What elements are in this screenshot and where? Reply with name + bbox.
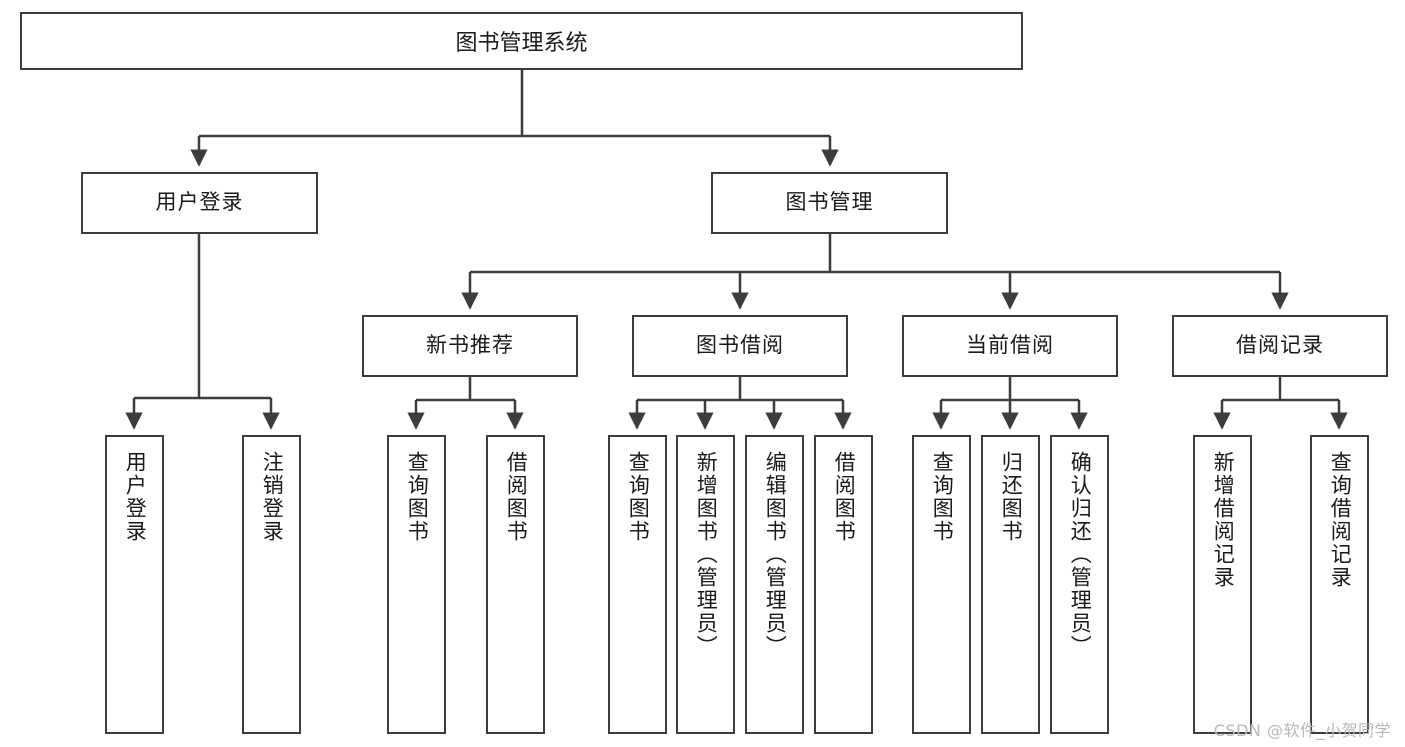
leaf-confirm-return-admin[interactable]: 确认归还（管理员） xyxy=(1050,435,1109,734)
node-current-borrow[interactable]: 当前借阅 xyxy=(902,315,1118,377)
node-book-borrow[interactable]: 图书借阅 xyxy=(632,315,848,377)
leaf-query-book-borrow[interactable]: 查询图书 xyxy=(608,435,667,734)
node-label: 查询图书 xyxy=(405,451,430,543)
node-label: 注销登录 xyxy=(260,451,285,543)
node-label: 当前借阅 xyxy=(966,333,1054,358)
node-label: 编辑图书（管理员） xyxy=(763,451,788,658)
node-new-book-recommend[interactable]: 新书推荐 xyxy=(362,315,578,377)
node-label: 查询图书 xyxy=(930,451,955,543)
leaf-query-book-current[interactable]: 查询图书 xyxy=(912,435,971,734)
node-label: 图书管理 xyxy=(785,190,874,215)
leaf-logout-login[interactable]: 注销登录 xyxy=(242,435,301,734)
node-root-book-management-system[interactable]: 图书管理系统 xyxy=(20,12,1023,70)
leaf-query-borrow-record[interactable]: 查询借阅记录 xyxy=(1310,435,1369,734)
node-label: 新增借阅记录 xyxy=(1211,451,1236,589)
leaf-edit-book-admin[interactable]: 编辑图书（管理员） xyxy=(745,435,804,734)
node-user-login[interactable]: 用户登录 xyxy=(81,172,318,234)
leaf-borrow-book-borrow[interactable]: 借阅图书 xyxy=(814,435,873,734)
node-label: 图书管理系统 xyxy=(455,31,588,56)
node-label: 确认归还（管理员） xyxy=(1068,451,1093,658)
leaf-add-borrow-record[interactable]: 新增借阅记录 xyxy=(1193,435,1252,734)
leaf-query-book-recommend[interactable]: 查询图书 xyxy=(387,435,446,734)
node-label: 新书推荐 xyxy=(426,333,514,358)
node-label: 查询借阅记录 xyxy=(1328,451,1353,589)
node-label: 借阅图书 xyxy=(832,451,857,543)
leaf-user-login[interactable]: 用户登录 xyxy=(105,435,164,734)
node-label: 借阅图书 xyxy=(504,451,529,543)
node-label: 借阅记录 xyxy=(1236,333,1324,358)
node-book-management[interactable]: 图书管理 xyxy=(711,172,948,234)
node-label: 查询图书 xyxy=(626,451,651,543)
node-label: 图书借阅 xyxy=(696,333,784,358)
leaf-add-book-admin[interactable]: 新增图书（管理员） xyxy=(676,435,735,734)
leaf-return-book[interactable]: 归还图书 xyxy=(981,435,1040,734)
watermark-csdn: CSDN @软件_小贺同学 xyxy=(1213,721,1391,740)
node-label: 用户登录 xyxy=(123,451,148,543)
node-borrow-record[interactable]: 借阅记录 xyxy=(1172,315,1388,377)
leaf-borrow-book-recommend[interactable]: 借阅图书 xyxy=(486,435,545,734)
node-label: 归还图书 xyxy=(999,451,1024,543)
node-label: 用户登录 xyxy=(155,190,244,215)
node-label: 新增图书（管理员） xyxy=(694,451,719,658)
